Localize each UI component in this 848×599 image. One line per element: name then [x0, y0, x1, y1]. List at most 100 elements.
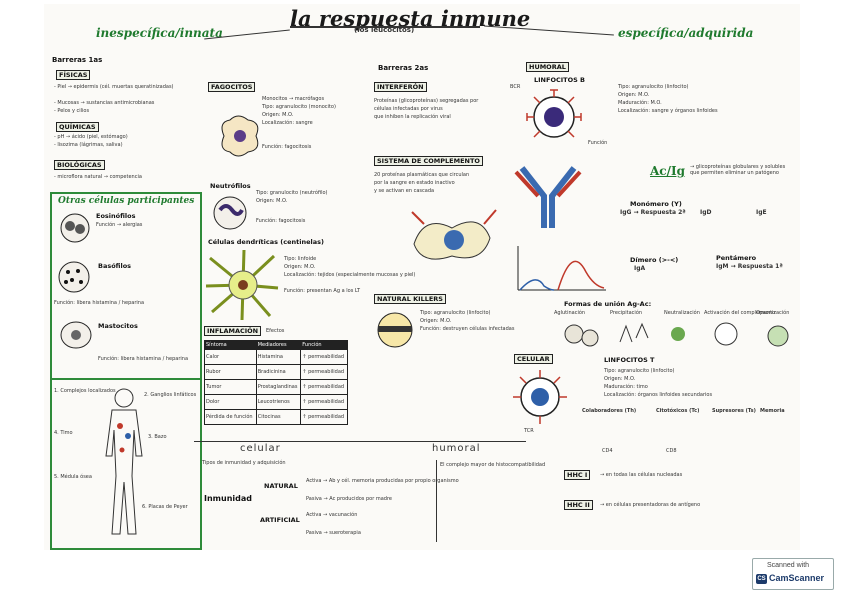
hhc2-text: → en células presentadoras de antígeno [600, 502, 701, 508]
body-note-2: 2. Ganglios linfáticos [144, 392, 197, 398]
t-lymphocyte-drawing [513, 370, 567, 424]
eosinophil-label: Eosinófilos [96, 212, 136, 220]
neutrofilos-label: Neutrófilos [210, 182, 251, 190]
t-type-1: Colaboradores (Th) [582, 408, 637, 414]
other-cells-title: Otras células participantes [58, 196, 195, 206]
title-underline [290, 26, 480, 28]
complemento-line-2: por la sangre en estado inactivo [374, 180, 455, 186]
neutro-item-2: Origen: M.O. [256, 198, 288, 204]
table-cell: Citocinas [255, 409, 302, 425]
human-body-drawing [105, 388, 143, 535]
table-cell: Tumor [204, 379, 257, 395]
notes-sheet: la respuesta inmune (los leucocitos) ine… [44, 4, 800, 550]
fagocitos-item-4: Localización: sangre [262, 120, 313, 126]
body-note-1: 1. Complejos localizados [54, 388, 116, 394]
adaptive-branch-title: específica/adquirida [618, 26, 754, 40]
tcr-label: TCR [524, 428, 534, 434]
fagocitos-header: FAGOCITOS [208, 82, 256, 92]
table-cell: ↑ permeabilidad [300, 409, 348, 425]
bottom-celular-label: celular [240, 443, 281, 454]
union-form-4: Activación del complemento [704, 310, 776, 316]
complemento-header: SISTEMA DE COMPLEMENTO [374, 156, 483, 166]
mastocyte-drawing [60, 321, 92, 349]
union-form-3: Neutralización [664, 310, 700, 316]
natural-immunity-label: NATURAL [264, 482, 298, 490]
cd4-label: CD4 [602, 448, 613, 454]
table-cell: Bradicinina [255, 364, 302, 380]
nk-item-2: Origen: M.O. [420, 318, 452, 324]
neutrophil-drawing [213, 196, 247, 230]
natural-killer-drawing [377, 312, 413, 348]
ige-label: IgE [756, 209, 767, 216]
inflamacion-header: INFLAMACIÓN [204, 326, 262, 336]
body-note-3: 3. Bazo [148, 434, 167, 440]
celular-header: CELULAR [514, 354, 553, 364]
hhc2-header: HHC II [564, 500, 593, 510]
linf-t-item-3: Maduración: timo [604, 384, 648, 390]
quimicas-header: QUÍMICAS [56, 122, 99, 132]
biologicas-item-1: - microflora natural → competencia [54, 174, 142, 180]
body-note-6: 6. Placas de Peyer [142, 504, 188, 510]
union-forms-title: Formas de unión Ag-Ac: [564, 300, 652, 308]
interferon-line-1: Proteínas (glicoproteínas) segregadas po… [374, 98, 479, 104]
immunity-types-text: Tipos de inmunidad y adquisición [202, 460, 286, 466]
ac-ig-definition: → glicoproteínas globulares y solubles q… [690, 164, 786, 176]
dend-item-2: Origen: M.O. [284, 264, 316, 270]
basophil-label: Basófilos [98, 262, 132, 270]
camscanner-logo-icon: CS [756, 574, 767, 584]
eosinophil-notes: Función → alergias [96, 222, 143, 228]
inflamacion-header-row: Síntoma Mediadores Función [204, 340, 348, 350]
basophil-drawing [58, 261, 90, 293]
ac-ig-title: Ac/Ig [650, 164, 686, 178]
inflamacion-col-1: Síntoma [204, 340, 257, 350]
bottom-humoral-label: humoral [432, 443, 481, 454]
page-subtitle: (los leucocitos) [354, 26, 415, 34]
linf-b-item-4: Localización: sangre y órganos linfoides [618, 108, 718, 114]
interferon-line-3: que inhiben la replicación viral [374, 114, 451, 120]
table-cell: Dolor [204, 394, 257, 410]
hhc1-text: → en todas las células nucleadas [600, 472, 683, 478]
t-type-2: Citotóxicos (Tc) [656, 408, 700, 414]
note-divider [436, 460, 437, 542]
interferon-header: INTERFERÓN [374, 82, 427, 92]
table-cell: ↑ permeabilidad [300, 394, 348, 410]
igg-label: IgG → Respuesta 2ª [620, 209, 686, 216]
hhc1-header: HHC I [564, 470, 591, 480]
barriers-2-title: Barreras 2as [378, 64, 429, 72]
iga-label: IgA [634, 265, 646, 272]
quimicas-item-1: - pH → ácido (piel, estómago) [54, 134, 128, 140]
fagocitos-item-5: Función: fagocitosis [262, 144, 312, 150]
linf-b-function: Función [588, 140, 608, 146]
igd-label: IgD [700, 209, 712, 216]
fisicas-header: FÍSICAS [56, 70, 91, 80]
table-cell: Histamina [255, 349, 302, 365]
fisicas-item-3: - Pelos y cilios [54, 108, 90, 114]
scanned-with-label: Scanned with [767, 562, 810, 569]
fisicas-item-1: - Piel → epidermis (cél. muertas querati… [54, 84, 174, 90]
humoral-header: HUMORAL [526, 62, 569, 72]
complement-diagram [411, 209, 497, 260]
dend-item-1: Tipo: linfoide [284, 256, 317, 262]
dendriticas-label: Células dendríticas (centinelas) [208, 238, 324, 246]
inflamacion-effects: Efectos [266, 328, 285, 334]
table-cell: Pérdida de función [204, 409, 257, 425]
fagocitos-item-3: Origen: M.O. [262, 112, 294, 118]
complemento-line-1: 20 proteínas plasmáticas que circulan [374, 172, 470, 178]
bottom-divider [194, 441, 526, 442]
table-cell: Prostaglandinas [255, 379, 302, 395]
cd8-label: CD8 [666, 448, 677, 454]
dendritic-cell-drawing [205, 249, 279, 321]
dimer-label: Dímero (>-<) [630, 256, 679, 264]
union-forms-drawings [564, 322, 789, 347]
antibody-drawing [514, 166, 582, 228]
table-cell: ↑ permeabilidad [300, 349, 348, 365]
dend-item-3: Localización: tejidos (especialmente muc… [284, 272, 416, 278]
fagocitos-item-2: Tipo: agranulocito (monocito) [262, 104, 336, 110]
table-cell: ↑ permeabilidad [300, 364, 348, 380]
linf-b-item-1: Tipo: agranulocito (linfocito) [618, 84, 689, 90]
innate-branch-title: inespecífica/innata [96, 26, 223, 40]
